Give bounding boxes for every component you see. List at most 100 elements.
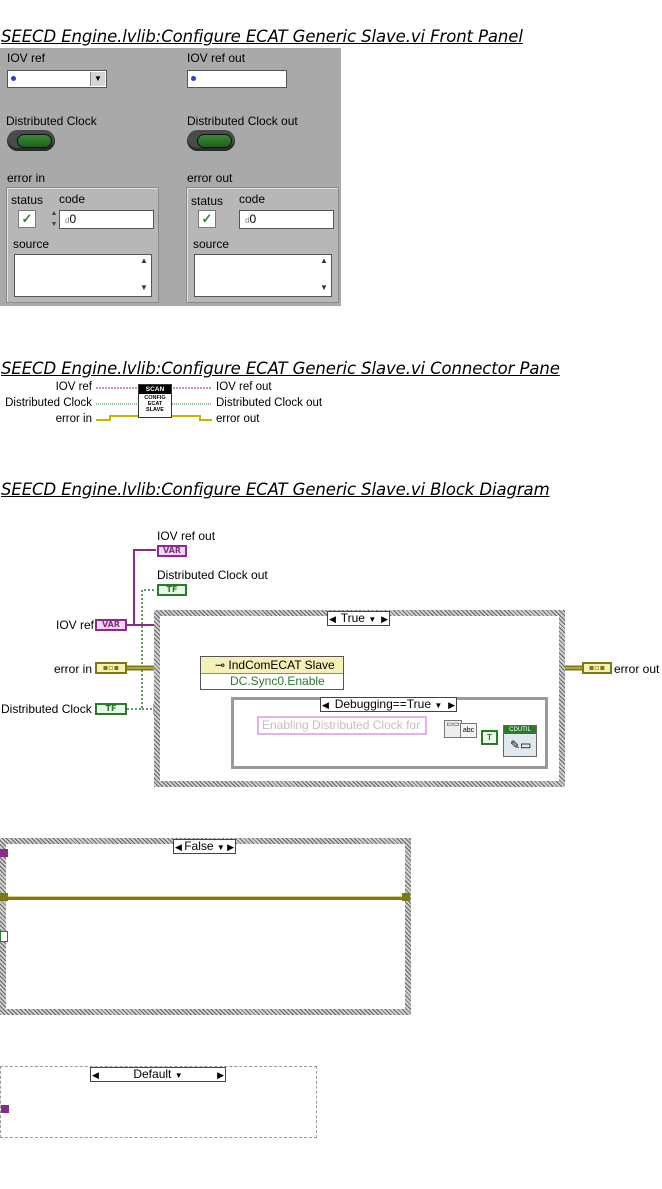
source-label: source (13, 237, 50, 251)
property-name: DC.Sync0.Enable (230, 674, 325, 688)
error-wire-passthrough (8, 896, 402, 900)
decrement-case-icon[interactable]: ◀ (322, 700, 329, 710)
decrement-case-icon[interactable]: ◀ (175, 842, 182, 852)
code-value: 0 (249, 212, 257, 226)
case-selector-default[interactable]: ◀ Default ▼ ▶ (90, 1067, 226, 1082)
status-checkbox[interactable]: ✓ (18, 210, 36, 228)
property-node[interactable]: ⊸ IndComECAT Slave DC.Sync0.Enable (200, 656, 344, 690)
cp-error-out: error out (216, 413, 260, 425)
source-scrollbar[interactable]: ▲▼ (320, 256, 328, 292)
format-string-icon[interactable]: abc (460, 723, 477, 738)
decrement-case-icon[interactable]: ◀ (329, 614, 336, 624)
refnum-dot-icon (11, 76, 16, 81)
error-out-terminal-label: error out (614, 662, 660, 676)
error-tunnel-out (402, 893, 410, 901)
code-field[interactable]: d0 (59, 210, 154, 229)
iov-ref-out-terminal-label: IOV ref out (157, 529, 216, 543)
case-value: Default (133, 1067, 172, 1081)
vi-icon-text: CONFIG ECAT SLAVE (139, 395, 171, 413)
string-constant-text: Enabling Distributed Clock for (262, 718, 421, 732)
distributed-clock-toggle[interactable] (7, 130, 55, 151)
source-field[interactable]: ▲▼ (14, 254, 152, 297)
string-constant[interactable]: Enabling Distributed Clock for (257, 716, 427, 735)
case-selector-true[interactable]: ◀True ▼▶ (327, 611, 390, 626)
cp-iov-ref: IOV ref (55, 381, 92, 393)
terminal-text: TF (166, 585, 178, 594)
pencil-window-icon: ✎▭ (510, 738, 532, 752)
terminal-text: VAR (102, 620, 120, 629)
property-node-title: IndComECAT Slave (228, 658, 335, 672)
error-in-label: error in (7, 171, 46, 185)
refnum-tunnel (0, 849, 8, 857)
error-out-terminal[interactable]: ▪▫▪ (582, 662, 612, 674)
block-diagram-heading: SEECD Engine.lvlib:Configure ECAT Generi… (1, 480, 550, 499)
case-structure-false[interactable] (0, 838, 411, 1015)
status-label: status (11, 193, 44, 207)
case-dropdown-icon[interactable]: ▼ (368, 615, 377, 624)
iov-ref-terminal-label: IOV ref (56, 618, 95, 632)
dropdown-arrow-icon[interactable]: ▼ (90, 72, 105, 86)
distributed-clock-label: Distributed Clock (6, 114, 97, 128)
boolean-tunnel (0, 931, 8, 942)
case-frame-interior (6, 844, 405, 1009)
error-out-label: error out (187, 171, 233, 185)
code-label: code (59, 192, 86, 206)
subvi-banner: CDUTIL (504, 726, 536, 734)
iov-ref-terminal[interactable]: VAR (95, 619, 127, 631)
connector-pane-wires (96, 387, 212, 421)
refnum-dot-icon (191, 76, 196, 81)
vi-icon: SCAN CONFIG ECAT SLAVE (138, 384, 172, 418)
error-tunnel-in (0, 893, 8, 901)
code-indicator: d0 (239, 210, 334, 229)
increment-case-icon[interactable]: ▶ (381, 614, 388, 624)
iov-ref-label: IOV ref (7, 51, 46, 65)
distributed-clock-out-terminal[interactable]: TF (157, 584, 187, 596)
case-selector-false[interactable]: ◀False ▼▶ (173, 839, 236, 854)
debug-log-subvi[interactable]: CDUTIL ✎▭ (503, 725, 537, 757)
case-value: False (184, 839, 214, 853)
distributed-clock-terminal-label: Distributed Clock (1, 702, 92, 716)
case-value: Debugging==True (334, 697, 432, 711)
distributed-clock-terminal[interactable]: TF (95, 703, 127, 715)
vi-icon-title: SCAN (139, 385, 171, 394)
refnum-tunnel (1, 1105, 9, 1113)
vi-icon-line: CONFIG (144, 395, 166, 401)
increment-case-icon[interactable]: ▶ (217, 1070, 224, 1080)
case-selector-debugging[interactable]: ◀ Debugging==True ▼ ▶ (320, 697, 457, 712)
toggle-knob (17, 134, 52, 148)
cp-distributed-clock: Distributed Clock (5, 397, 92, 409)
vi-icon-line: SLAVE (146, 407, 164, 413)
key-icon: ⊸ (215, 658, 226, 672)
cp-iov-ref-out: IOV ref out (216, 381, 272, 393)
toggle-knob (197, 134, 232, 148)
code-increment-decrement[interactable]: ▲▼ (50, 210, 58, 228)
iov-ref-control[interactable]: ▼ (7, 70, 107, 88)
error-out-cluster: status code ✓ d0 source ▲▼ (186, 187, 339, 303)
property-row[interactable]: DC.Sync0.Enable (201, 674, 343, 689)
increment-case-icon[interactable]: ▶ (448, 700, 455, 710)
true-constant[interactable]: T (481, 730, 498, 745)
distributed-clock-out-label: Distributed Clock out (187, 114, 298, 128)
distributed-clock-out-terminal-label: Distributed Clock out (157, 568, 268, 582)
source-indicator: ▲▼ (194, 254, 332, 297)
iov-ref-out-label: IOV ref out (187, 51, 246, 65)
case-dropdown-icon[interactable]: ▼ (434, 701, 443, 710)
connector-pane-heading: SEECD Engine.lvlib:Configure ECAT Generi… (1, 359, 560, 378)
error-in-terminal[interactable]: ▪▫▪ (95, 662, 127, 674)
iov-ref-out-terminal[interactable]: VAR (157, 545, 187, 557)
radix-indicator: d (65, 216, 70, 225)
vi-icon-line: ECAT (147, 401, 163, 407)
cp-distributed-clock-out: Distributed Clock out (216, 397, 323, 409)
increment-case-icon[interactable]: ▶ (227, 842, 234, 852)
true-constant-text: T (487, 733, 492, 742)
terminal-text: TF (105, 704, 117, 713)
code-value: 0 (69, 212, 77, 226)
status-label: status (191, 194, 224, 208)
case-dropdown-icon[interactable]: ▼ (174, 1071, 183, 1080)
error-in-cluster: status code ✓ ▲▼ d0 source ▲▼ (6, 187, 159, 303)
front-panel-heading: SEECD Engine.lvlib:Configure ECAT Generi… (1, 27, 523, 46)
source-scrollbar[interactable]: ▲▼ (140, 256, 148, 292)
decrement-case-icon[interactable]: ◀ (92, 1070, 99, 1080)
case-dropdown-icon[interactable]: ▼ (216, 843, 225, 852)
terminal-text: VAR (163, 546, 181, 555)
